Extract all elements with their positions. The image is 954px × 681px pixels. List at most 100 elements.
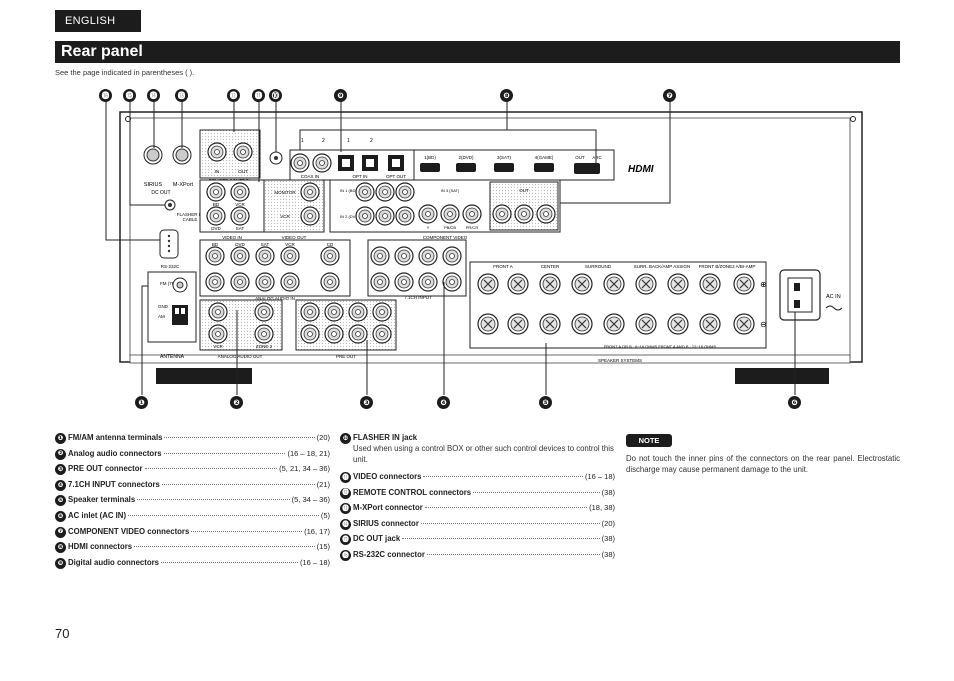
item-label: SIRIUS connector [353, 518, 419, 528]
item-number: ⓫ [340, 472, 351, 483]
video-in-bd: BD [213, 202, 220, 207]
item-label: REMOTE CONTROL connectors [353, 487, 472, 497]
analog-vcr: VCR [285, 242, 295, 247]
video-in-sat: SAT [236, 226, 245, 231]
callout-3: ❸ [360, 396, 373, 409]
item-number: ❽ [55, 542, 66, 554]
page-ref: (16 – 18) [299, 557, 330, 567]
page-ref: (5) [320, 510, 330, 520]
comp-out-label: OUT [519, 188, 529, 193]
optical-out-label: OPT OUT [386, 174, 406, 179]
hdmi-logo: HDMI [628, 164, 654, 175]
callout-13: ⓭ [175, 89, 188, 102]
page-ref: (16 – 18, 21) [287, 448, 330, 458]
callout-5: ❺ [539, 396, 552, 409]
antenna-label: ANTENNA [160, 354, 185, 360]
item-number: ❾ [55, 557, 66, 569]
item-label: PRE OUT connector [68, 464, 143, 474]
hdmi-in4-label: 4(GAME) [535, 155, 554, 160]
item-number: ⓭ [340, 503, 351, 515]
callout-16: ⓰ [99, 89, 112, 102]
item-number: ❼ [55, 526, 66, 538]
page-ref: (38) [601, 549, 615, 559]
item-number: ⓯ [340, 534, 351, 546]
page-ref: (21) [316, 479, 330, 489]
item-label: COMPONENT VIDEO connectors [68, 526, 190, 536]
spk-center: CENTER [541, 264, 560, 269]
item-label: VIDEO connectors [353, 472, 422, 481]
video-in-vcr: VCR [235, 202, 245, 207]
hdmi-in1-label: 1(BD) [424, 155, 436, 160]
callout-11: ⓫ [252, 89, 265, 102]
sirius-connector-group: SIRIUS M-XPort [143, 145, 194, 188]
video-in-label: VIDEO IN [222, 235, 242, 240]
item-label: 7.1CH INPUT connectors [68, 479, 160, 489]
page-ref: (38) [601, 487, 615, 497]
impedance-note: FRONT A OR B : 6~16 OHMS FRONT A AND B :… [604, 344, 717, 349]
callout-12: ⓬ [227, 89, 240, 102]
callout-4: ❹ [437, 396, 450, 409]
page-ref: (20) [601, 518, 615, 528]
comp-y-label: Y [427, 225, 430, 230]
item-label: Speaker terminals [68, 495, 136, 505]
note-heading: NOTE [626, 434, 672, 447]
spk-front-b: FRONT B/ZONE2 A/BI-AMP [699, 264, 756, 269]
digital-1a: 1 [301, 138, 304, 144]
page-ref: (20) [316, 433, 330, 442]
rs232c-label: RS-232C [161, 264, 180, 269]
item-number: ❸ [55, 464, 66, 476]
item-label: Analog audio connectors [68, 448, 162, 458]
comp-in2-label: IN 2 (DVD) [340, 214, 360, 219]
page-ref: (16 – 18) [584, 472, 615, 481]
analog-bd: BD [212, 242, 219, 247]
item-number: ⓬ [340, 487, 351, 499]
callout-15: ⓯ [123, 89, 136, 102]
callout-10: ⓾ [269, 89, 282, 102]
item-number: ❶ [55, 433, 66, 444]
callout-9: ❾ [334, 89, 347, 102]
hdmi-arc-label: ARC [592, 155, 602, 160]
analog-audio-out-label: ANALOG AUDIO OUT [218, 354, 263, 359]
item-number: ❺ [55, 495, 66, 507]
sirius-label: SIRIUS [144, 182, 163, 188]
hdmi-in2-label: 2(DVD) [458, 155, 474, 160]
page-ref: (16, 17) [304, 526, 330, 536]
callout-1: ❶ [135, 396, 148, 409]
speaker-systems-label: SPEAKER SYSTEMS [598, 358, 642, 363]
ac-in-label: AC IN [826, 294, 841, 300]
item-description: Used when using a control BOX or other s… [353, 444, 614, 465]
hdmi-out-label: OUT [575, 155, 585, 160]
monitor-label: MONITOR [274, 190, 296, 195]
digital-2a: 2 [322, 138, 325, 144]
page-ref: (5, 34 – 36) [291, 495, 330, 505]
component-video-label: COMPONENT VIDEO [423, 235, 468, 240]
item-label: Digital audio connectors [68, 557, 159, 567]
pre-out-label: PRE OUT [336, 354, 356, 359]
analog-sat: SAT [261, 242, 270, 247]
optical-in-label: OPT IN [353, 174, 368, 179]
item-label: FM/AM antenna terminals [68, 433, 163, 442]
language-tab: ENGLISH [55, 10, 141, 32]
item-number: ❹ [55, 479, 66, 491]
page-number: 70 [55, 626, 70, 641]
ch71-input-label: 7.1CH INPUT [404, 295, 432, 300]
cable-label: CABLE [183, 217, 198, 222]
comp-pr-label: PR/CR [466, 225, 479, 230]
item-label: DC OUT jack [353, 534, 401, 544]
item-label: RS-232C connector [353, 549, 425, 559]
page-ref: (5, 21, 34 – 36) [279, 464, 330, 474]
spk-minus: ⊖ [760, 320, 767, 329]
digital-2b: 2 [370, 138, 373, 144]
